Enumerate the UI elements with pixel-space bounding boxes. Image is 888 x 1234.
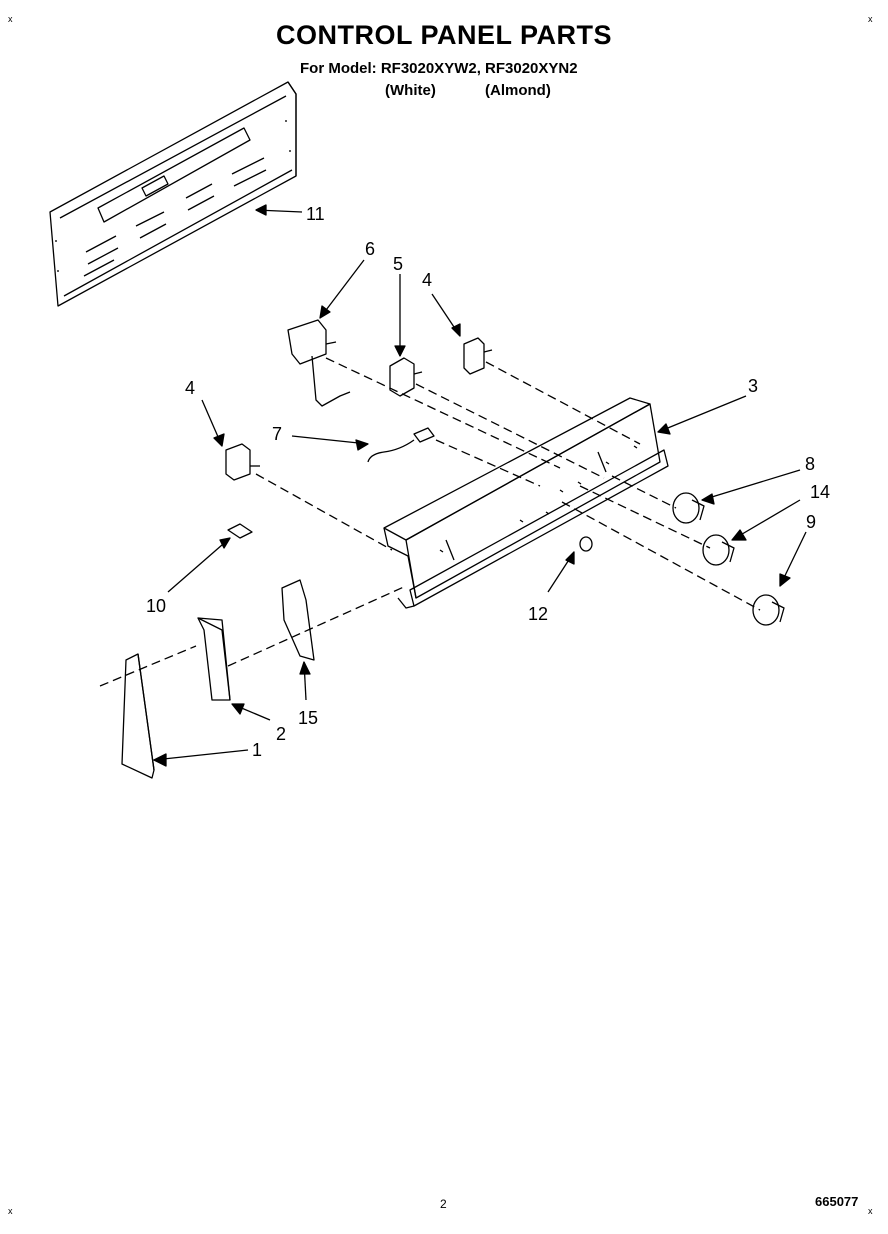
callout-12: 12 [528, 604, 548, 624]
document-number: 665077 [815, 1194, 859, 1209]
wire-harness [367, 427, 435, 463]
callout-6: 6 [365, 239, 375, 259]
end-cap-outer [121, 653, 155, 779]
callout-1: 1 [252, 740, 262, 760]
corner-mark-bottom-right: x [868, 1206, 873, 1216]
knob-part-9 [752, 594, 785, 626]
variant-almond: (Almond) [485, 82, 551, 99]
plug-button [579, 536, 593, 552]
rear-console-panel [49, 81, 297, 307]
callout-10: 10 [146, 596, 166, 616]
callout-4-lower: 4 [185, 378, 195, 398]
leader-arrowheads [153, 204, 791, 767]
callout-2: 2 [276, 724, 286, 744]
callout-3: 3 [748, 376, 758, 396]
corner-mark-top-left: x [8, 14, 13, 24]
control-panel-housing [383, 397, 669, 609]
callout-labels: 11 6 5 4 3 4 7 8 14 9 10 12 2 15 1 [146, 204, 830, 760]
callout-9: 9 [806, 512, 816, 532]
callout-15: 15 [298, 708, 318, 728]
callout-11: 11 [306, 204, 325, 224]
end-cap-inner [197, 617, 231, 701]
page-number: 2 [440, 1197, 447, 1211]
callout-5: 5 [393, 254, 403, 274]
variant-white: (White) [385, 82, 436, 99]
callout-7: 7 [272, 424, 282, 444]
model-line: For Model: RF3020XYW2, RF3020XYN2 [300, 60, 578, 77]
callout-8: 8 [805, 454, 815, 474]
knob-part-14 [702, 534, 735, 566]
switch-part-4-upper [463, 337, 493, 375]
clip-part [227, 523, 253, 539]
side-bracket-part-15 [281, 579, 315, 661]
assembly-guide-lines [99, 357, 761, 687]
knob-part-8 [672, 492, 705, 524]
corner-mark-bottom-left: x [8, 1206, 13, 1216]
diagram-title: CONTROL PANEL PARTS [275, 20, 613, 50]
leader-lines [153, 209, 807, 761]
switch-part-4-lower [225, 443, 260, 481]
callout-4-upper: 4 [422, 270, 432, 290]
switch-part-6 [287, 319, 351, 407]
corner-mark-top-right: x [868, 14, 873, 24]
callout-14: 14 [810, 482, 830, 502]
switch-part-5 [389, 357, 423, 397]
